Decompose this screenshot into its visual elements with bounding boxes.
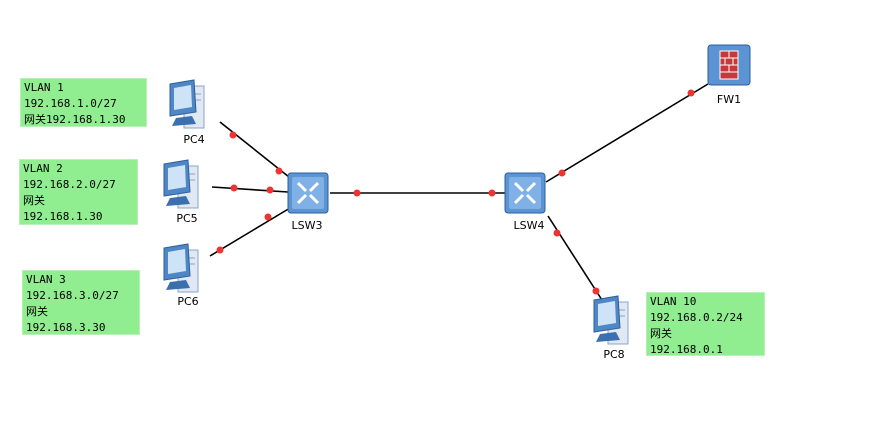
port-dot bbox=[216, 246, 224, 254]
port-dot bbox=[592, 287, 600, 295]
port-dot bbox=[687, 89, 695, 97]
fw1-firewall-icon[interactable] bbox=[707, 44, 751, 86]
link-lsw4-fw1[interactable] bbox=[545, 83, 709, 183]
pc8-label: PC8 bbox=[603, 348, 625, 361]
vlan2-note[interactable]: VLAN 2 192.168.2.0/27 网关 192.168.1.30 bbox=[19, 159, 138, 225]
note-line: 192.168.1.30 bbox=[23, 210, 103, 223]
lsw3-switch-icon[interactable] bbox=[286, 171, 330, 215]
port-dot bbox=[264, 213, 272, 221]
port-dot bbox=[275, 167, 283, 175]
note-line: 192.168.1.0/27 bbox=[24, 97, 117, 110]
note-line: 网关192.168.1.30 bbox=[24, 113, 126, 126]
link-pc6-lsw3[interactable] bbox=[209, 207, 291, 257]
note-line: VLAN 10 bbox=[650, 295, 697, 308]
note-line: VLAN 1 bbox=[24, 81, 64, 94]
pc4-icon[interactable] bbox=[169, 79, 205, 129]
fw1-label: FW1 bbox=[716, 93, 742, 106]
pc4-label: PC4 bbox=[183, 133, 205, 146]
note-line: VLAN 3 bbox=[26, 273, 66, 286]
port-dot bbox=[488, 189, 496, 197]
link-pc5-lsw3[interactable] bbox=[211, 186, 289, 193]
vlan1-note[interactable]: VLAN 1 192.168.1.0/27 网关192.168.1.30 bbox=[20, 78, 147, 127]
port-dot bbox=[558, 169, 566, 177]
pc5-label: PC5 bbox=[176, 212, 198, 225]
note-line: 192.168.0.2/24 bbox=[650, 311, 743, 324]
pc6-icon[interactable] bbox=[163, 243, 199, 293]
port-dot bbox=[353, 189, 361, 197]
note-line: 网关 bbox=[650, 327, 672, 340]
vlan3-note[interactable]: VLAN 3 192.168.3.0/27 网关 192.168.3.30 bbox=[22, 270, 140, 335]
lsw3-label: LSW3 bbox=[291, 219, 323, 232]
note-line: 网关 bbox=[23, 194, 45, 207]
note-line: 192.168.3.0/27 bbox=[26, 289, 119, 302]
link-lsw4-pc8[interactable] bbox=[547, 215, 603, 301]
pc8-icon[interactable] bbox=[593, 295, 629, 345]
note-line: 192.168.3.30 bbox=[26, 321, 106, 334]
note-line: 网关 bbox=[26, 305, 48, 318]
port-dot bbox=[230, 184, 238, 192]
link-pc4-lsw3[interactable] bbox=[219, 121, 295, 182]
port-dot bbox=[266, 186, 274, 194]
pc5-icon[interactable] bbox=[163, 159, 199, 209]
note-line: VLAN 2 bbox=[23, 162, 63, 175]
port-dot bbox=[229, 131, 237, 139]
note-line: 192.168.0.1 bbox=[650, 343, 723, 356]
lsw4-label: LSW4 bbox=[513, 219, 545, 232]
pc6-label: PC6 bbox=[177, 295, 199, 308]
note-line: 192.168.2.0/27 bbox=[23, 178, 116, 191]
lsw4-switch-icon[interactable] bbox=[503, 171, 547, 215]
port-dot bbox=[553, 229, 561, 237]
vlan10-note[interactable]: VLAN 10 192.168.0.2/24 网关 192.168.0.1 bbox=[646, 292, 765, 356]
